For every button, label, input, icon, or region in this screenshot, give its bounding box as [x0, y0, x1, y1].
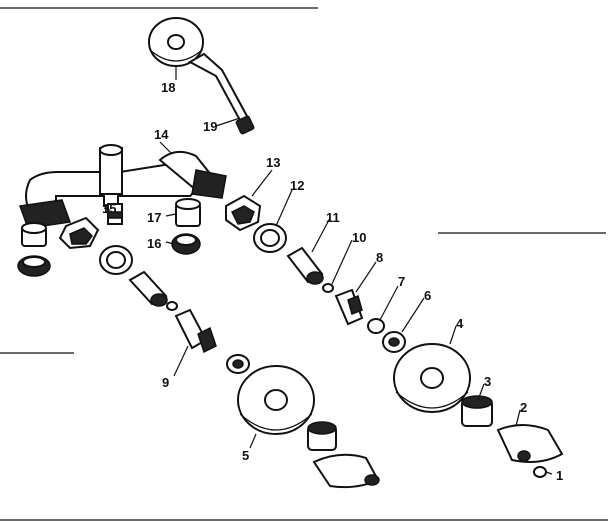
callout-14: 14 — [154, 127, 169, 142]
part-19-shower-arm — [187, 52, 255, 135]
callout-17: 17 — [147, 210, 161, 225]
left-seat-washer — [226, 354, 250, 374]
part-12-washer — [253, 223, 287, 253]
part-11-sleeve — [286, 246, 324, 285]
callout-7: 7 — [398, 274, 405, 289]
part-8-stem — [334, 288, 364, 326]
left-hex-nut — [58, 216, 100, 250]
callout-5: 5 — [242, 448, 249, 463]
left-handle — [312, 453, 380, 489]
part-4-escutcheon — [393, 343, 471, 413]
left-sleeve-nut — [307, 421, 337, 451]
callout-13: 13 — [266, 155, 280, 170]
part-18-shower-flange — [148, 17, 204, 67]
callout-19: 19 — [203, 119, 217, 134]
left-nut — [17, 255, 51, 277]
part-14-valve-body — [18, 144, 227, 229]
callout-2: 2 — [520, 400, 527, 415]
part-7-washer — [367, 318, 385, 334]
part-5-escutcheon — [237, 365, 315, 435]
part-2-handle — [496, 424, 564, 463]
part-17-seat — [175, 198, 201, 227]
callout-18: 18 — [161, 80, 175, 95]
callout-9: 9 — [162, 375, 169, 390]
callout-3: 3 — [484, 374, 491, 389]
left-o-ring — [166, 301, 178, 311]
left-sleeve — [128, 270, 168, 307]
callout-8: 8 — [376, 250, 383, 265]
callout-4: 4 — [456, 316, 464, 331]
callout-1: 1 — [556, 468, 563, 483]
part-16-nut — [171, 233, 201, 255]
leader-lines — [103, 66, 553, 475]
part-9-stem — [174, 308, 217, 354]
callout-16: 16 — [147, 236, 161, 251]
callout-11: 11 — [326, 210, 340, 225]
part-10-o-ring — [322, 283, 334, 293]
part-13-hex-nut — [225, 194, 262, 232]
part-15-stem — [107, 203, 123, 225]
callout-12: 12 — [290, 178, 304, 193]
callout-10: 10 — [352, 230, 366, 245]
left-adapter — [21, 222, 47, 247]
part-6-seat — [382, 331, 406, 353]
part-3-sleeve-nut — [461, 395, 493, 427]
part-1-screw — [533, 466, 547, 478]
callout-6: 6 — [424, 288, 431, 303]
left-washer — [99, 245, 133, 275]
callout-15: 15 — [102, 201, 116, 216]
